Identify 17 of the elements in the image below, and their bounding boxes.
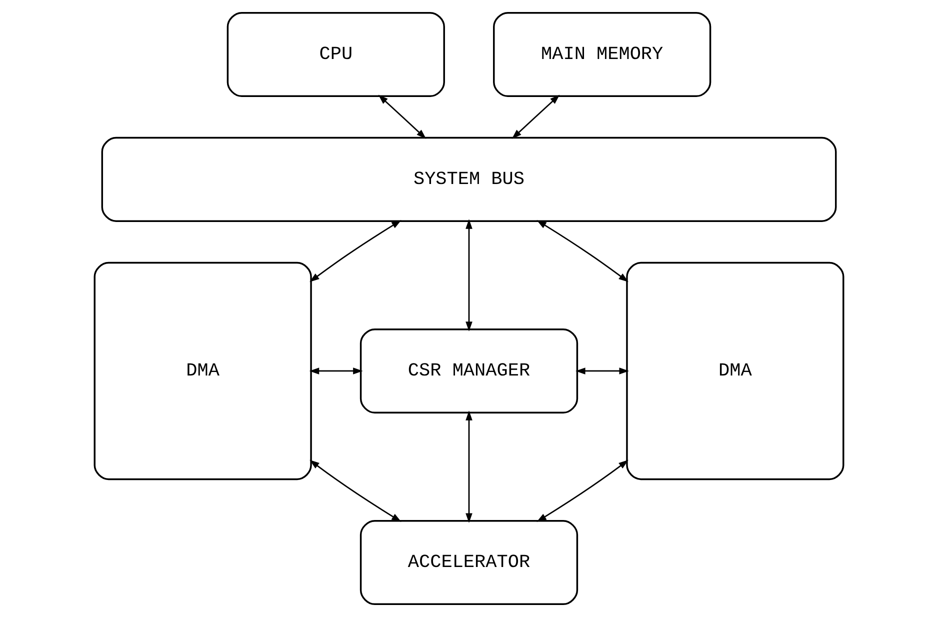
arrow [309,220,401,282]
arrow [536,460,628,522]
node-box: DMA [93,262,312,480]
arrow [575,368,628,374]
node-box: CPU [226,12,444,98]
node-box: MAIN MEMORY [492,12,711,98]
arrow [465,410,472,523]
arrow [511,94,560,139]
node-box: ACCELERATOR [359,520,578,606]
node-box: SYSTEM BUS [100,136,836,222]
arrow [536,220,628,282]
node-box: CSR MANAGER [359,328,578,414]
arrow [378,94,426,139]
arrow [308,368,362,374]
arrow [465,219,472,332]
arrow [309,460,401,522]
node-box: DMA [626,262,844,480]
